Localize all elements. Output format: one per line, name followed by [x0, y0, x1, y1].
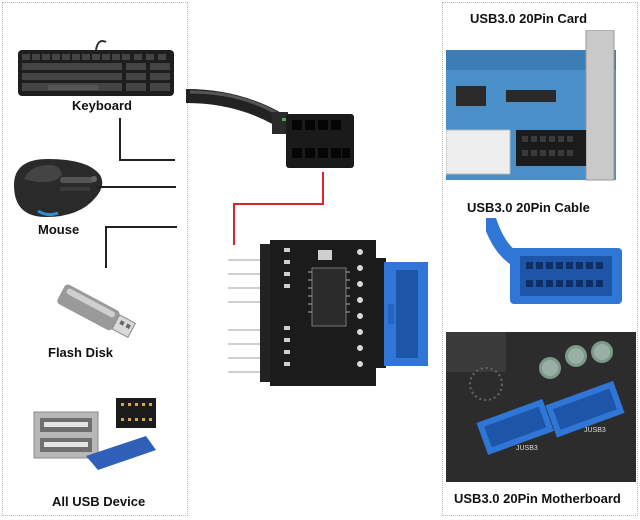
left-panel-frame [2, 2, 188, 516]
board-mark-a: JUSB3 [516, 445, 538, 452]
card-label: USB3.0 20Pin Card [470, 11, 588, 26]
mouse-label: Mouse [38, 222, 80, 237]
red-connector-line-v-left [233, 203, 235, 245]
usb-card-image [446, 30, 616, 181]
flash-connector-line-h [105, 226, 177, 228]
right-panel-frame [442, 2, 638, 516]
red-connector-line-v-right [322, 172, 324, 205]
mouse-image [14, 159, 103, 217]
keyboard-connector-line-h [119, 159, 175, 161]
usb-hub-image [33, 398, 156, 470]
motherboard-image: JUSB3 JUSB3 [446, 332, 636, 482]
motherboard-label: USB3.0 20Pin Motherboard [454, 491, 621, 506]
flash-disk-image [57, 284, 137, 339]
usb-cable-image [486, 218, 622, 304]
cable-label: USB3.0 20Pin Cable [467, 200, 590, 215]
board-mark-b: JUSB3 [584, 427, 606, 434]
red-connector-line-h [233, 203, 323, 205]
keyboard-image [18, 40, 174, 96]
all-usb-device-label: All USB Device [52, 494, 146, 509]
mouse-connector-line [96, 186, 176, 188]
adapter-board-image [228, 240, 428, 386]
flash-connector-line-v [105, 226, 107, 268]
keyboard-connector-line-v [119, 118, 121, 160]
keyboard-label: Keyboard [72, 98, 132, 113]
flash-disk-label: Flash Disk [48, 345, 114, 360]
nine-pin-cable-image [186, 89, 354, 168]
